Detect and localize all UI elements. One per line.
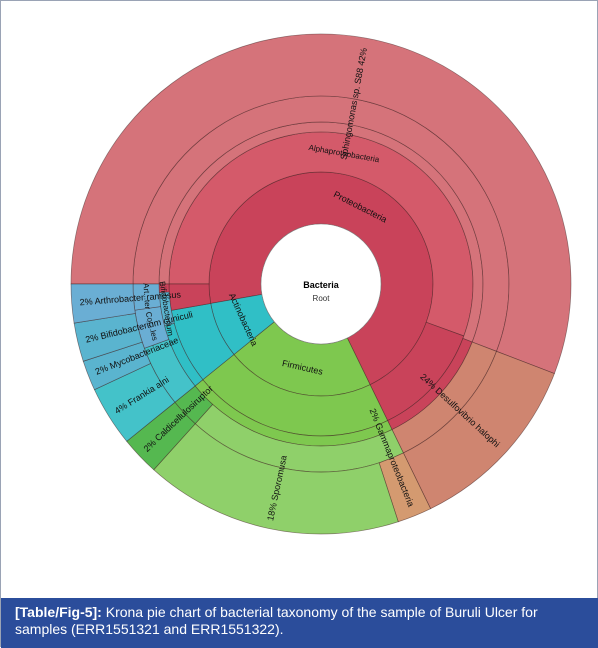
center-layer: Bacteria Root <box>260 223 382 345</box>
label-art-ter: Art...ter <box>141 283 152 310</box>
center-subtitle: Root <box>313 294 331 303</box>
center-hole[interactable] <box>260 223 382 345</box>
segment-layer <box>70 33 572 535</box>
caption-text: Krona pie chart of bacterial taxonomy of… <box>15 604 538 637</box>
center-title: Bacteria <box>303 280 340 290</box>
segment-sphingomonas-sp-s88-42[interactable] <box>70 33 572 375</box>
caption-label: [Table/Fig-5]: <box>15 604 102 620</box>
figure-caption: [Table/Fig-5]: Krona pie chart of bacter… <box>1 598 598 648</box>
segment-2-arthrobacter-ramosus[interactable] <box>70 283 136 324</box>
krona-chart: ProteobacteriaFirmicutesActinobacteriaAl… <box>70 33 572 535</box>
